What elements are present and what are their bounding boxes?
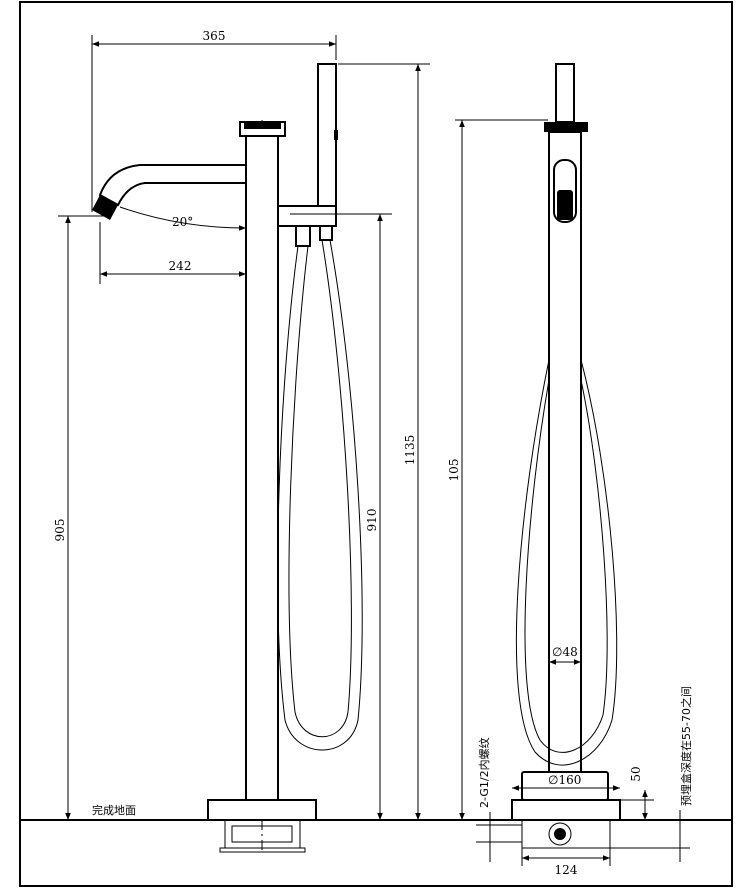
dim-124-label: 124 — [555, 863, 578, 877]
side-hose-connector-right — [319, 225, 333, 241]
front-base — [511, 799, 621, 821]
side-box-inner — [231, 825, 293, 843]
side-top-cap-dark — [244, 122, 281, 129]
dim-angle-label: 20° — [172, 215, 193, 229]
page-border — [19, 1, 733, 887]
dim-d48-label: ∅48 — [552, 645, 578, 659]
front-view: 105 ∅48 ∅160 50 124 2-G1/2内螺纹 预埋盒深度在55-7… — [447, 63, 693, 877]
embed-note: 预埋盒深度在55-70之间 — [679, 686, 693, 806]
floor-label: 完成地面 — [92, 803, 136, 817]
front-shower-top — [555, 63, 575, 123]
front-handle — [557, 190, 573, 220]
side-hand-shower — [317, 63, 337, 207]
side-shower-button — [334, 130, 338, 140]
dim-910-label: 910 — [365, 509, 379, 532]
side-hose-inner — [288, 239, 352, 738]
front-box-inlet-core — [554, 828, 566, 840]
side-view: 365 242 20° 905 910 1135 完成地面 — [53, 29, 430, 853]
dim-105-label: 105 — [447, 459, 461, 482]
front-column — [548, 131, 582, 773]
side-spout — [98, 164, 247, 207]
dim-365-label: 365 — [203, 29, 226, 43]
front-box — [521, 819, 611, 849]
side-box — [219, 820, 306, 853]
side-hose-outer — [277, 239, 363, 751]
front-cap — [544, 122, 588, 132]
front-hose-outer — [515, 359, 618, 766]
side-spout-tip — [92, 195, 118, 220]
front-hose-inner — [524, 379, 608, 753]
dim-242-label: 242 — [169, 259, 192, 273]
side-valve-block — [277, 205, 337, 227]
dim-50-label: 50 — [629, 766, 643, 781]
front-box-inlet — [548, 822, 572, 846]
dim-1135-label: 1135 — [403, 435, 417, 466]
side-base — [207, 799, 317, 821]
side-column — [245, 135, 279, 801]
dim-d160-label: ∅160 — [548, 773, 581, 787]
thread-note: 2-G1/2内螺纹 — [477, 737, 491, 808]
side-hose-connector-left — [295, 225, 311, 247]
dim-angle-arc — [119, 206, 247, 231]
dim-905-label: 905 — [53, 519, 67, 542]
